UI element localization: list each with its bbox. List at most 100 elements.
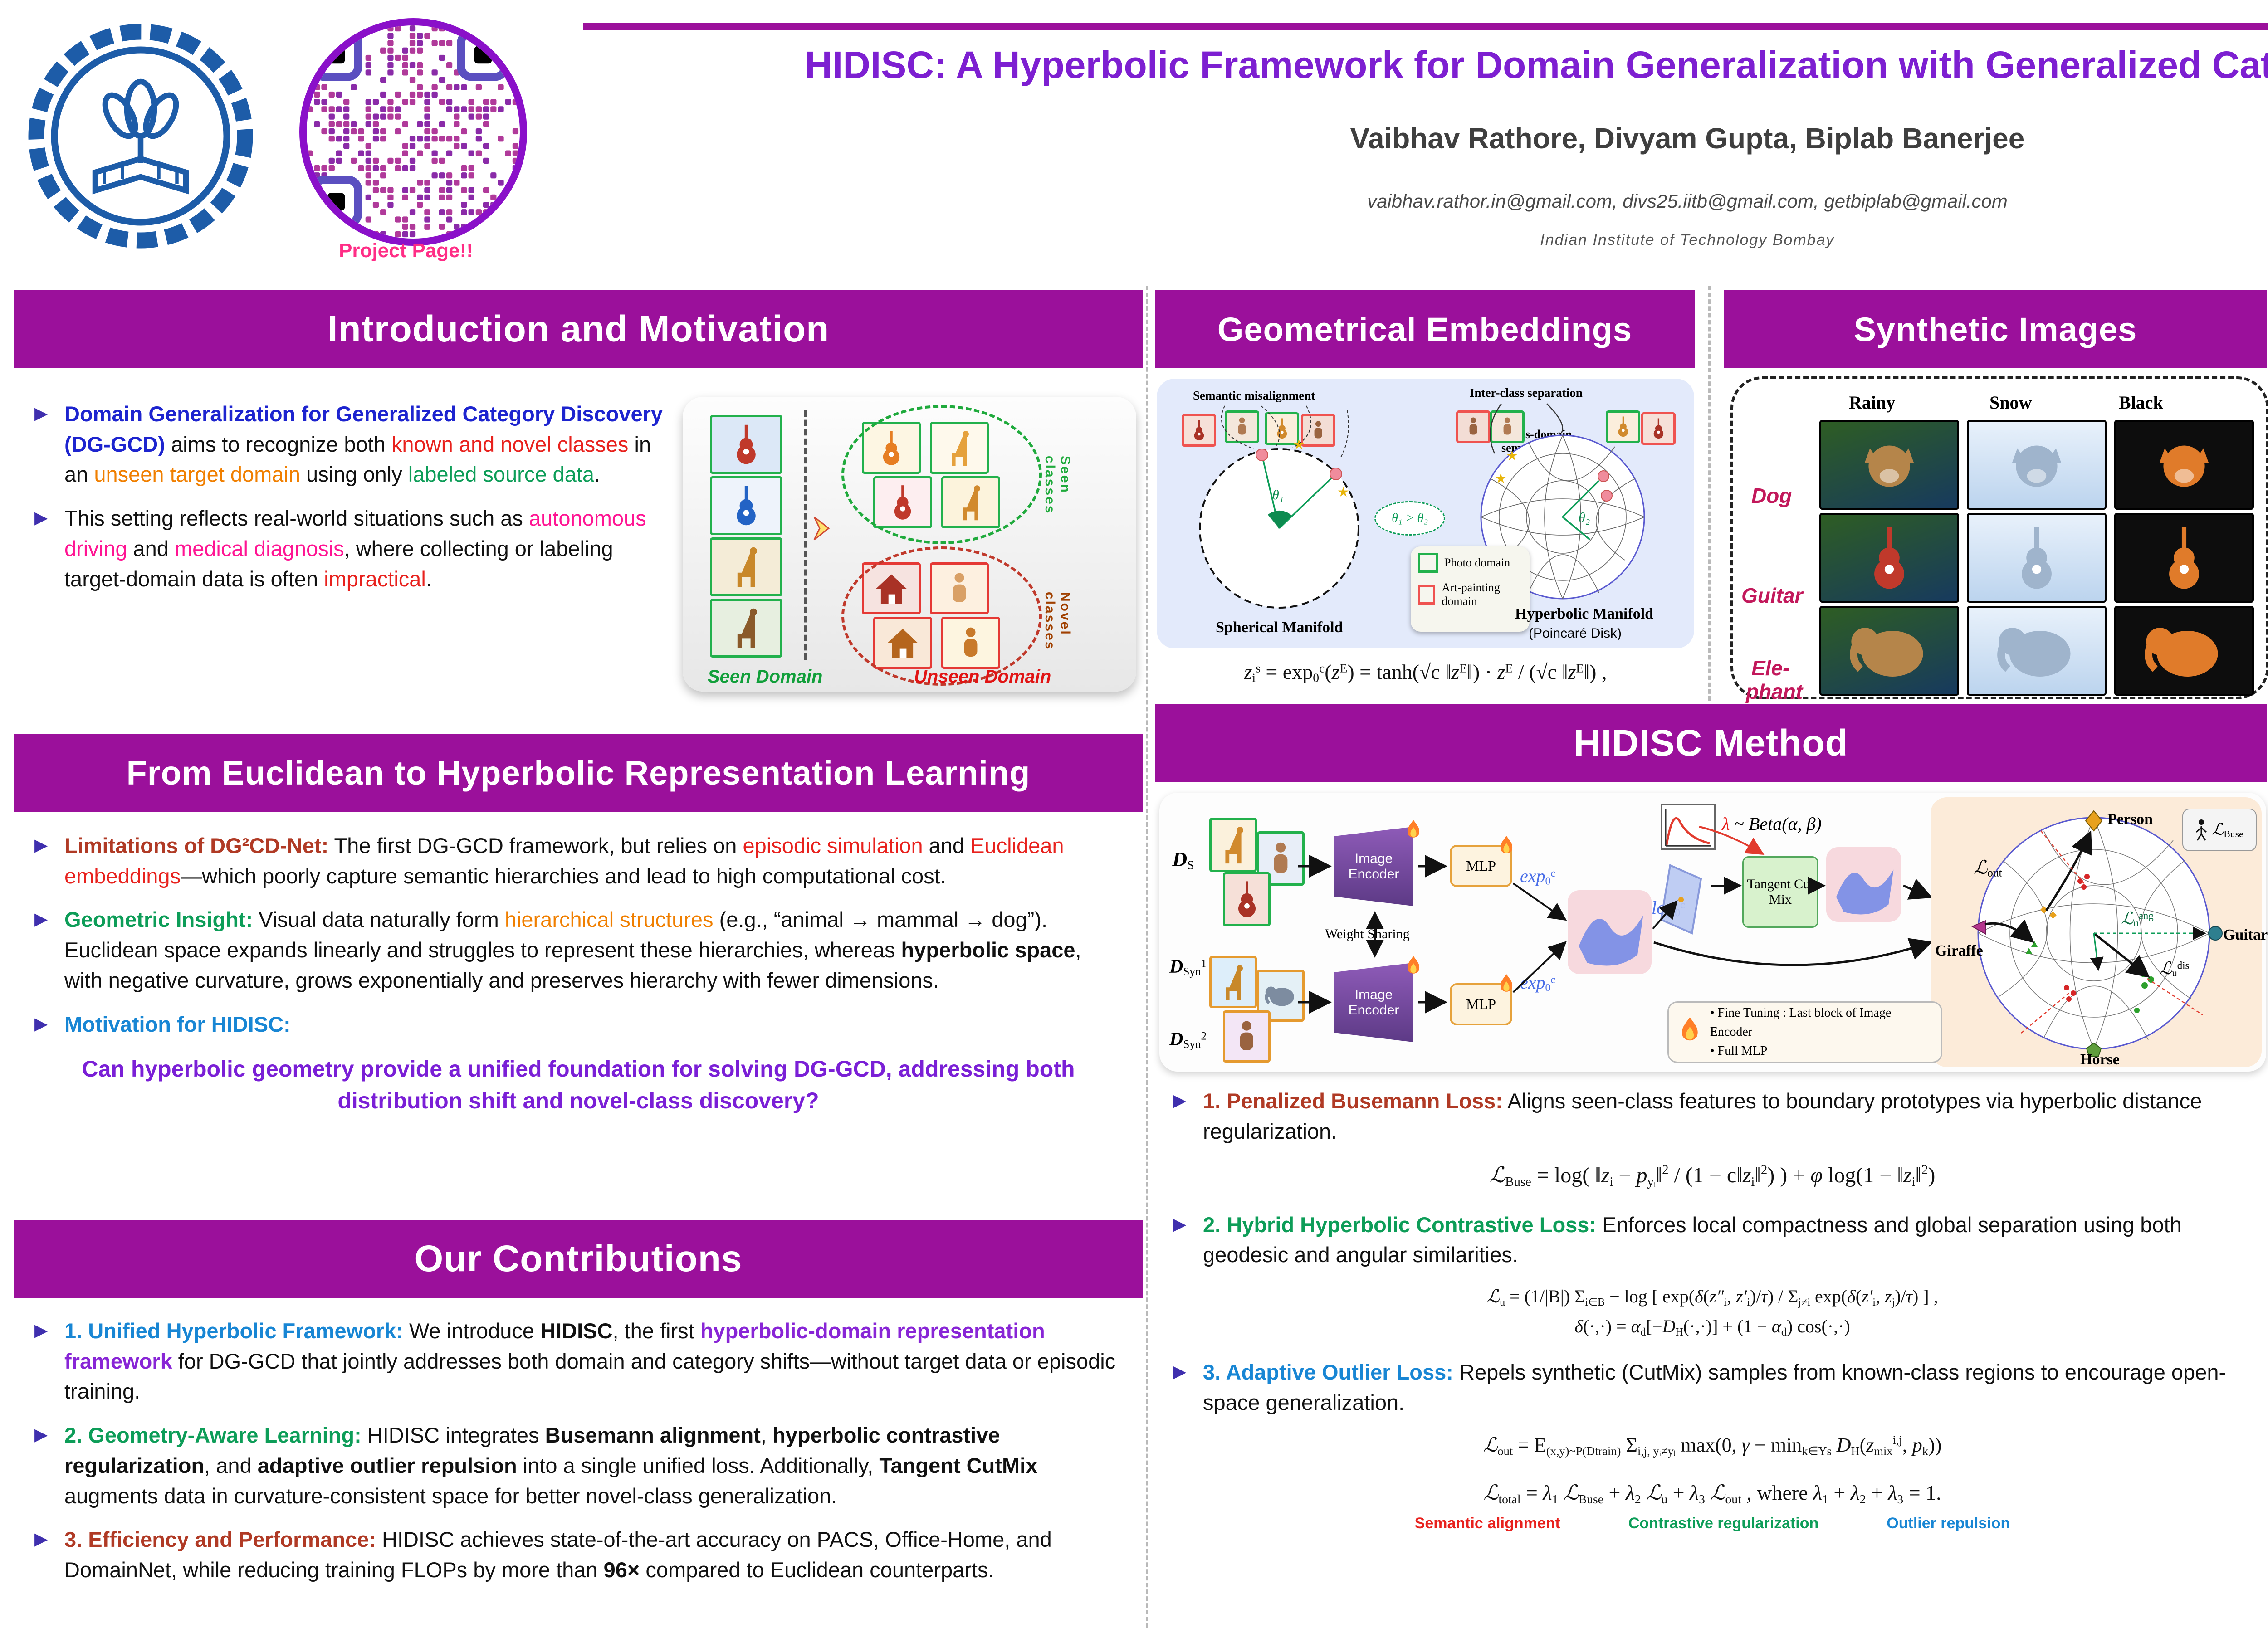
- geo-theta2-label: θ₂: [1579, 510, 1590, 525]
- synthetic-image-tile: [1967, 606, 2107, 696]
- class-label-horse: Horse: [2080, 1051, 2120, 1068]
- guitar-tile: [1223, 872, 1271, 926]
- authors: Vaibhav Rathore, Divyam Gupta, Biplab Ba…: [1350, 122, 2025, 155]
- text-segment: λ: [1722, 814, 1730, 834]
- text-segment: [1705, 1481, 1711, 1504]
- text-segment: adaptive outlier repulsion: [257, 1453, 517, 1477]
- text-segment: φ: [1810, 1163, 1823, 1188]
- text-segment: ‖: [1589, 1163, 1601, 1188]
- intro-text: Domain Generalization for Generalized Ca…: [32, 399, 667, 608]
- text-segment: ): [1767, 1163, 1780, 1188]
- elephant-tile: [1257, 970, 1305, 1022]
- text-segment: +: [1866, 1481, 1888, 1505]
- text-segment: i: [1252, 670, 1256, 685]
- flame-icon-1: [1407, 820, 1420, 838]
- text-segment: autonomous driving: [64, 506, 646, 561]
- project-qr-code[interactable]: Project Page!!: [299, 18, 544, 263]
- geo-figure-tiles: [1157, 379, 1694, 648]
- text-segment: z: [1331, 660, 1340, 683]
- guitar-tile: [1182, 414, 1216, 447]
- text-segment: j: [1892, 1296, 1895, 1308]
- text-segment: ,: [1902, 1434, 1912, 1457]
- text-segment: ℒ: [1489, 1163, 1505, 1188]
- manifold-1: [1568, 890, 1652, 974]
- text-segment: and: [127, 536, 175, 561]
- text-segment: ‖) ,: [1584, 660, 1607, 683]
- text-segment: α: [1631, 1316, 1641, 1336]
- legend-finetune-text: Fine Tuning : Last block of Image Encode…: [1710, 1006, 1892, 1039]
- euclid-text: Limitations of DG²CD-Net: The first DG-G…: [32, 831, 1125, 1116]
- brace-contrastive-reg: Contrastive regularization: [1628, 1515, 1819, 1532]
- text-segment: We introduce: [403, 1319, 541, 1343]
- text-segment: i: [1609, 1175, 1613, 1190]
- text-segment: ℒ: [2212, 820, 2224, 839]
- text-segment: ): [1928, 1163, 1936, 1188]
- person-tile: [1223, 1010, 1271, 1063]
- section-banner-euclid: From Euclidean to Hyperbolic Representat…: [14, 734, 1143, 812]
- text-segment: ℒ: [1710, 1481, 1725, 1505]
- method-poincare-panel: Person Giraffe Guitar Horse ℒout ℒuang ℒ…: [1931, 797, 2268, 1068]
- flame-icon-3: [1407, 956, 1420, 974]
- flame-legend-icon: [1682, 1017, 1698, 1041]
- geo-domain-legend: Photo domain Art-painting domain: [1411, 546, 1530, 632]
- synth-col-snow: Snow: [1989, 392, 2032, 413]
- text-segment: ang: [2138, 910, 2154, 921]
- synthetic-image-tile: [1967, 420, 2107, 510]
- text-segment: 3. Adaptive Outlier Loss:: [1203, 1360, 1453, 1384]
- text-segment: ) = tanh(√c ‖: [1347, 660, 1452, 683]
- text-segment: Repels synthetic (CutMix) samples from k…: [1203, 1360, 2226, 1414]
- seen-classes-ellipse: [841, 405, 1042, 544]
- svg-text:★: ★: [1337, 485, 1349, 500]
- text-segment: z′: [1735, 1286, 1747, 1307]
- text-segment: u: [2133, 917, 2139, 929]
- loss-dis-label: ℒudis: [2160, 958, 2189, 979]
- text-segment: E: [1505, 661, 1513, 675]
- text-segment: λ: [1850, 1481, 1860, 1505]
- text-segment: 2. Geometry-Aware Learning:: [64, 1423, 362, 1448]
- text-segment: D: [1836, 1434, 1851, 1457]
- text-segment: HIDISC: [540, 1319, 613, 1343]
- text-segment: and: [923, 834, 971, 858]
- text-segment: ) ] ,: [1912, 1286, 1938, 1307]
- text-segment: D: [1169, 956, 1183, 977]
- text-segment: H: [1675, 1326, 1683, 1338]
- novel-classes-ellipse: [841, 546, 1042, 686]
- text-segment: hyperbolic space: [901, 938, 1075, 962]
- text-segment: − log [ exp(: [1605, 1286, 1695, 1307]
- text-segment: 2. Hybrid Hyperbolic Contrastive Loss:: [1203, 1212, 1597, 1237]
- text-segment: ℒ: [2121, 909, 2134, 928]
- text-segment: α: [1771, 1316, 1781, 1336]
- syn-dataset2-label: DSyn2: [1169, 1029, 1207, 1051]
- text-segment: )): [1928, 1434, 1942, 1457]
- iitb-logo-graphic: [28, 24, 253, 249]
- text-segment: ) / Σ: [1767, 1286, 1799, 1307]
- text-segment: D: [1172, 848, 1188, 871]
- text-segment: D: [1662, 1316, 1676, 1336]
- text-segment: i: [1911, 1175, 1916, 1190]
- loss-brace-labels: Semantic alignment Contrastive regulariz…: [1170, 1512, 2254, 1534]
- text-segment: 96×: [603, 1558, 640, 1582]
- text-segment: / (1 − c‖: [1668, 1163, 1743, 1188]
- text-segment: ℒ: [1483, 1434, 1498, 1457]
- svg-text:★: ★: [1495, 471, 1507, 486]
- synth-row-elephant-2: phant: [1746, 680, 1803, 703]
- text-segment: 2: [1662, 1163, 1669, 1178]
- text-segment: i∈B: [1585, 1296, 1605, 1308]
- text-segment: z″: [1709, 1286, 1724, 1307]
- synthetic-image-tile: [2114, 513, 2254, 603]
- text-segment: Visual data naturally form: [253, 907, 505, 932]
- euclid-bullet-1: Limitations of DG²CD-Net: The first DG-G…: [32, 831, 1125, 891]
- text-segment: u: [1500, 1296, 1505, 1308]
- person-tile: [1257, 831, 1305, 886]
- text-segment: δ: [1695, 1286, 1703, 1307]
- text-segment: (·,·) =: [1583, 1316, 1631, 1336]
- text-segment: ‖: [1755, 1163, 1761, 1188]
- synth-col-rainy: Rainy: [1849, 392, 1896, 413]
- text-segment: 3: [1699, 1492, 1705, 1506]
- text-segment: +: [1828, 1481, 1851, 1505]
- photo-domain-label: Photo domain: [1444, 556, 1510, 569]
- text-segment: , the first: [612, 1319, 700, 1343]
- text-segment: out: [1725, 1492, 1741, 1506]
- loss-formula-1: ℒBuse = log( ‖zi − pyᵢ‖2 / (1 − c‖zi‖2) …: [1170, 1160, 2254, 1191]
